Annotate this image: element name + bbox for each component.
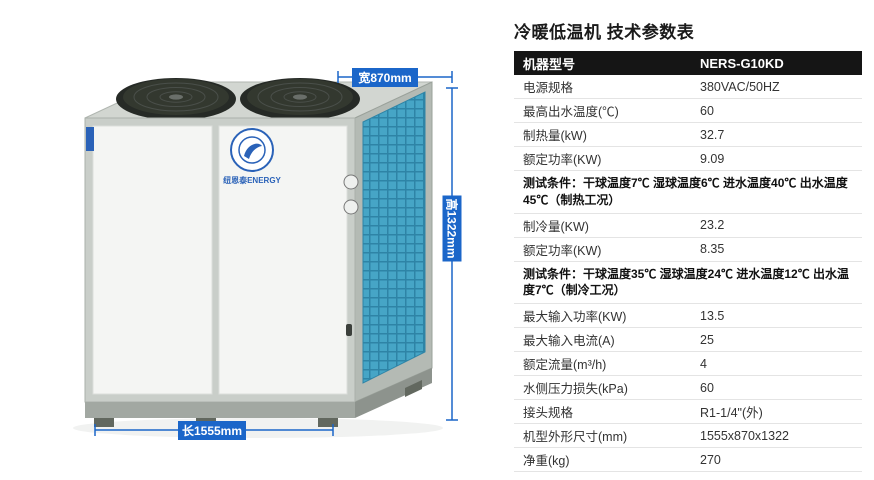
unit-base-side bbox=[355, 368, 432, 418]
row-value: 380VAC/50HZ bbox=[700, 79, 780, 94]
row-label: 水侧压力损失(kPa) bbox=[523, 382, 628, 397]
row-value: 8.35 bbox=[700, 242, 725, 257]
table-row: 净重(kg) 270 bbox=[514, 448, 862, 473]
table-row: 最大输入电流(A) 25 bbox=[514, 328, 862, 353]
unit-foot bbox=[94, 418, 114, 427]
table-row: 电源规格 380VAC/50HZ bbox=[514, 75, 862, 99]
table-row: 最高出水温度(℃) 60 bbox=[514, 99, 862, 123]
row-value: 1555x870x1322 bbox=[700, 428, 789, 443]
test-condition-heating: 测试条件：干球温度7℃ 湿球温度6℃ 进水温度40℃ 出水温度45℃（制热工况） bbox=[523, 176, 848, 207]
row-value: 270 bbox=[700, 452, 721, 467]
table-row: 额定功率(KW) 9.09 bbox=[514, 147, 862, 171]
front-panel-right bbox=[218, 125, 348, 395]
test-condition-cooling: 测试条件：干球温度35℃ 湿球温度24℃ 进水温度12℃ 出水温度7℃（制冷工况… bbox=[523, 266, 850, 298]
heat-pump-illustration: 纽恩泰ENERGY bbox=[73, 71, 458, 438]
row-value: 32.7 bbox=[700, 127, 725, 142]
spec-table: 机器型号 NERS-G10KD 电源规格 380VAC/50HZ 最高出水温度(… bbox=[514, 51, 862, 473]
row-value: 9.09 bbox=[700, 151, 725, 166]
ground-shadow bbox=[73, 418, 443, 438]
row-value: 60 bbox=[700, 380, 714, 395]
row-value: R1-1/4"(外) bbox=[700, 406, 763, 421]
fan-left-icon bbox=[116, 78, 236, 120]
brand-text: 纽恩泰ENERGY bbox=[223, 175, 281, 185]
row-label: 额定流量(m³/h) bbox=[523, 358, 607, 373]
height-dimension-label: 高1322mm bbox=[442, 195, 462, 262]
page-title: 冷暖低温机 技术参数表 bbox=[514, 23, 695, 42]
row-label: 额定功率(KW) bbox=[523, 153, 602, 167]
table-row: 机型外形尺寸(mm) 1555x870x1322 bbox=[514, 424, 862, 449]
header-value: NERS-G10KD bbox=[700, 55, 784, 71]
row-label: 净重(kg) bbox=[523, 454, 570, 469]
table-note-row: 测试条件：干球温度7℃ 湿球温度6℃ 进水温度40℃ 出水温度45℃（制热工况） bbox=[514, 171, 862, 214]
table-header-row: 机器型号 NERS-G10KD bbox=[514, 51, 862, 75]
table-note-row: 测试条件：干球温度35℃ 湿球温度24℃ 进水温度12℃ 出水温度7℃（制冷工况… bbox=[514, 262, 862, 305]
row-value: 4 bbox=[700, 356, 707, 371]
length-dimension-label: 长1555mm bbox=[178, 421, 246, 440]
unit-foot bbox=[318, 418, 338, 427]
row-label: 接头规格 bbox=[523, 406, 574, 421]
header-label: 机器型号 bbox=[523, 56, 576, 72]
product-image: 纽恩泰ENERGY 宽870mm 高1322mm 长1555mm bbox=[73, 68, 462, 440]
row-value: 25 bbox=[700, 332, 714, 347]
table-row: 制热量(kW) 32.7 bbox=[514, 123, 862, 147]
panel-handle bbox=[346, 324, 352, 336]
unit-base-front bbox=[85, 402, 355, 418]
row-value: 13.5 bbox=[700, 308, 725, 323]
pressure-gauge-bottom bbox=[343, 199, 359, 215]
table-row: 额定流量(m³/h) 4 bbox=[514, 352, 862, 377]
row-label: 制热量(kW) bbox=[523, 129, 587, 143]
pressure-gauge-top bbox=[343, 174, 359, 190]
row-label: 机型外形尺寸(mm) bbox=[523, 430, 628, 445]
row-label: 最大输入功率(KW) bbox=[523, 310, 627, 325]
row-value: 23.2 bbox=[700, 218, 725, 233]
brand-logo: 纽恩泰ENERGY bbox=[223, 128, 282, 185]
row-label: 最高出水温度(℃) bbox=[523, 105, 619, 119]
fan-right-icon bbox=[240, 78, 360, 120]
row-label: 制冷量(KW) bbox=[523, 219, 589, 234]
evaporator-coil bbox=[362, 91, 426, 384]
row-label: 额定功率(KW) bbox=[523, 243, 602, 258]
table-row: 额定功率(KW) 8.35 bbox=[514, 238, 862, 262]
table-row: 制冷量(KW) 23.2 bbox=[514, 214, 862, 238]
unit-foot bbox=[405, 380, 422, 397]
row-value: 60 bbox=[700, 103, 714, 118]
table-row: 水侧压力损失(kPa) 60 bbox=[514, 376, 862, 401]
width-dimension-label: 宽870mm bbox=[352, 68, 418, 87]
spec-sheet: 冷暖低温机 技术参数表 机器型号 NERS-G10KD 电源规格 380VAC/… bbox=[514, 18, 862, 473]
table-row: 接头规格 R1-1/4"(外) bbox=[514, 400, 862, 425]
front-panel-left bbox=[92, 125, 213, 395]
row-label: 电源规格 bbox=[523, 81, 574, 95]
row-label: 最大输入电流(A) bbox=[523, 334, 615, 349]
table-row: 最大输入功率(KW) 13.5 bbox=[514, 304, 862, 329]
energy-label-sticker bbox=[86, 127, 94, 151]
